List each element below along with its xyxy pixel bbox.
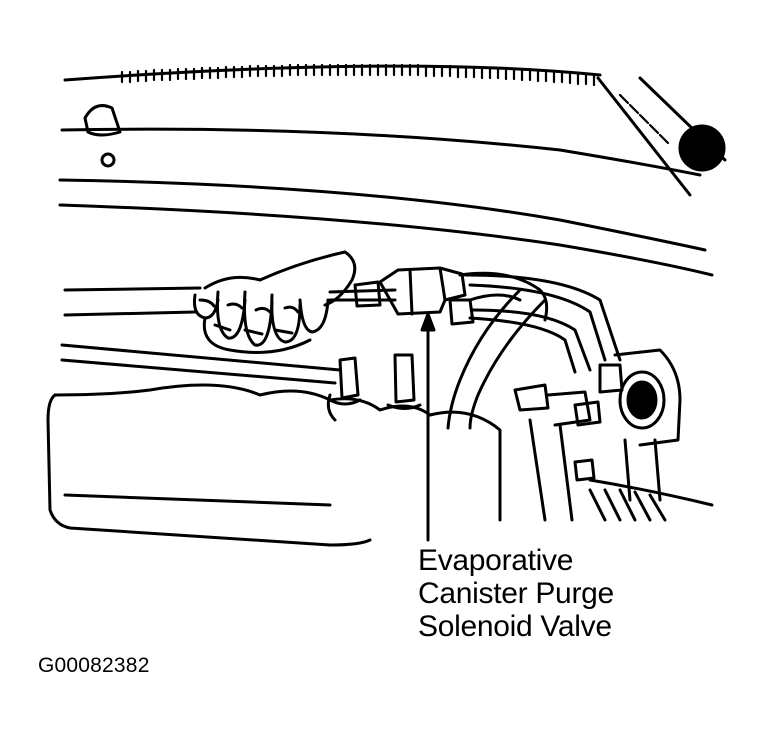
- intake-manifold: [46, 343, 502, 547]
- throttle-body: [513, 348, 714, 522]
- radiator-panel: [58, 64, 727, 277]
- fuel-lines: [463, 273, 622, 374]
- vacuum-line-left: [63, 286, 397, 317]
- hand: [193, 250, 357, 354]
- purge-solenoid-valve: [353, 266, 549, 326]
- callout-leader-line: [420, 312, 436, 542]
- figure-id: G00082382: [38, 654, 150, 677]
- callout-line-2: Canister Purge: [418, 577, 614, 610]
- radiator-fins: [120, 63, 670, 145]
- callout-line-3: Solenoid Valve: [418, 610, 612, 643]
- callout-label: Evaporative Canister Purge Solenoid Valv…: [418, 544, 614, 643]
- callout-line-1: Evaporative: [418, 544, 574, 577]
